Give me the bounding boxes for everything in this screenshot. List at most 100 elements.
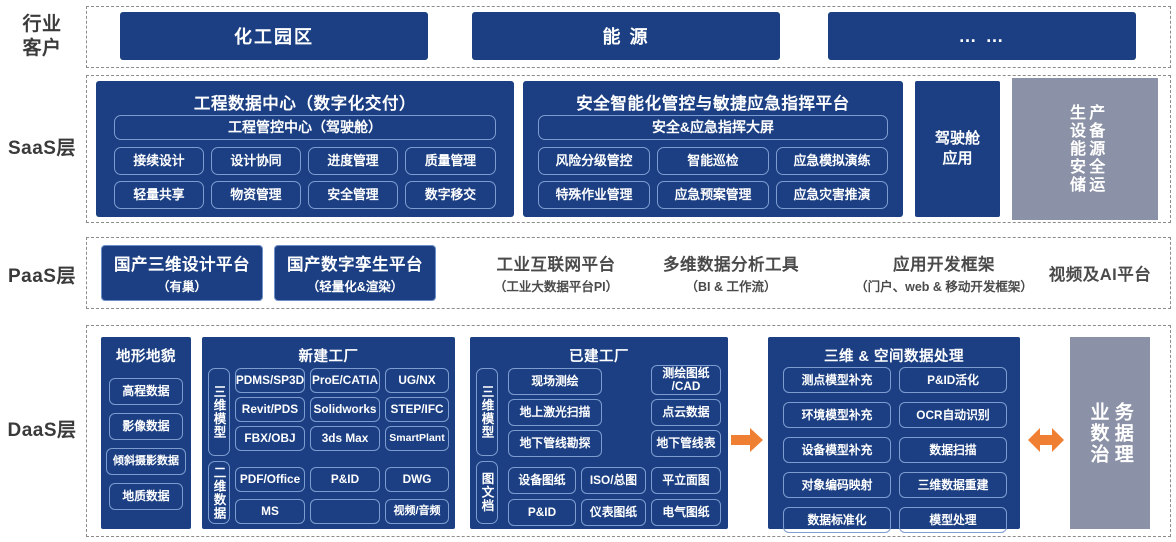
industry-box-label: 化工园区	[234, 27, 314, 47]
paas-industrial-internet-platform: 工业互联网平台 （工业大数据平台PI）	[466, 248, 646, 298]
daas-chip[interactable]: 数据标准化	[783, 507, 891, 533]
daas-chip-empty[interactable]	[310, 499, 380, 524]
daas-chip-label: PDMS/SP3D	[235, 373, 305, 388]
daas-chip[interactable]: 影像数据	[109, 413, 183, 440]
daas-chip[interactable]: 地下管线勘探	[508, 430, 602, 457]
saas-item[interactable]: 风险分级管控	[538, 147, 650, 175]
daas-chip[interactable]: ISO/总图	[581, 467, 646, 494]
paas-digital-twin-platform[interactable]: 国产数字孪生平台 （轻量化&渲染）	[274, 245, 436, 301]
industry-box-chemical-park[interactable]: 化工园区	[120, 12, 428, 60]
daas-chip-label: STEP/IFC	[390, 402, 444, 417]
daas-chip-label: 点云数据	[662, 405, 710, 420]
daas-chip-label: 高程数据	[122, 384, 170, 399]
daas-chip[interactable]: 设备图纸	[508, 467, 576, 494]
daas-chip[interactable]: ProE/CATIA	[310, 368, 380, 393]
saas-item[interactable]: 进度管理	[308, 147, 398, 175]
daas-chip[interactable]: 3ds Max	[310, 426, 380, 451]
saas-item[interactable]: 特殊作业管理	[538, 181, 650, 209]
daas-chip-label: 测绘图纸 /CAD	[662, 366, 710, 393]
daas-chip[interactable]: 测绘图纸 /CAD	[651, 365, 721, 395]
daas-chip[interactable]: 地质数据	[109, 483, 183, 510]
daas-chip[interactable]: 数据扫描	[899, 437, 1007, 463]
saas-item[interactable]: 接续设计	[114, 147, 204, 175]
side-label-text: 图文档	[479, 472, 494, 513]
daas-chip-label: P&ID	[527, 505, 557, 520]
daas-chip-label: 设备模型补充	[801, 442, 873, 457]
daas-chip[interactable]: P&ID活化	[899, 367, 1007, 393]
paas-3d-design-platform[interactable]: 国产三维设计平台 （有巢）	[101, 245, 263, 301]
daas-chip-label: 数据标准化	[807, 512, 867, 527]
saas-item[interactable]: 应急模拟演练	[776, 147, 888, 175]
daas-chip[interactable]: 仪表图纸	[581, 499, 646, 526]
daas-chip[interactable]: MS	[235, 499, 305, 524]
daas-chip[interactable]: PDMS/SP3D	[235, 368, 305, 393]
saas-item[interactable]: 数字移交	[405, 181, 496, 209]
industry-box-more[interactable]: … …	[828, 12, 1136, 60]
daas-side-label-3d-model: 三维模型	[476, 368, 498, 456]
saas-item[interactable]: 质量管理	[405, 147, 496, 175]
daas-chip[interactable]: P&ID	[310, 467, 380, 492]
daas-chip[interactable]: Solidworks	[310, 397, 380, 422]
daas-chip[interactable]: STEP/IFC	[385, 397, 449, 422]
industry-box-energy[interactable]: 能 源	[472, 12, 780, 60]
saas-cockpit-application[interactable]: 驾驶舱 应用	[915, 81, 1000, 217]
daas-panel-terrain: 地形地貌 高程数据 影像数据 倾斜摄影数据 地质数据	[101, 337, 191, 529]
daas-chip[interactable]: PDF/Office	[235, 467, 305, 492]
daas-chip[interactable]: 对象编码映射	[783, 472, 891, 498]
saas-item-label: 质量管理	[424, 152, 477, 168]
daas-chip[interactable]: 电气图纸	[651, 499, 721, 526]
paas-ghost-subtitle: （门户、web & 移动开发框架）	[855, 280, 1033, 294]
daas-chip[interactable]: 三维数据重建	[899, 472, 1007, 498]
saas-item[interactable]: 轻量共享	[114, 181, 204, 209]
daas-chip[interactable]: OCR自动识别	[899, 402, 1007, 428]
daas-chip-label: 模型处理	[929, 512, 977, 527]
daas-chip[interactable]: FBX/OBJ	[235, 426, 305, 451]
daas-chip-label: PDF/Office	[239, 472, 301, 487]
daas-chip-label: 地下管线表	[656, 436, 716, 451]
daas-chip[interactable]: P&ID	[508, 499, 576, 526]
layer-label-industry: 行业 客户	[22, 13, 62, 59]
saas-item[interactable]: 应急预案管理	[657, 181, 769, 209]
saas-banner-cockpit[interactable]: 工程管控中心（驾驶舱）	[114, 115, 496, 140]
daas-chip-label: FBX/OBJ	[244, 431, 296, 446]
daas-chip[interactable]: 设备模型补充	[783, 437, 891, 463]
side-label-text: 三维模型	[211, 385, 226, 439]
daas-chip[interactable]: 测点模型补充	[783, 367, 891, 393]
daas-chip[interactable]: 模型处理	[899, 507, 1007, 533]
daas-chip-label: 环境模型补充	[801, 407, 873, 422]
daas-panel-title: 三维 & 空间数据处理	[823, 349, 965, 365]
daas-chip[interactable]: 环境模型补充	[783, 402, 891, 428]
layer-label-saas: SaaS层	[8, 137, 76, 159]
daas-chip[interactable]: 平立面图	[651, 467, 721, 494]
industry-box-label: 能 源	[602, 27, 650, 47]
saas-item[interactable]: 物资管理	[211, 181, 301, 209]
saas-item-label: 设计协同	[230, 152, 282, 168]
paas-multidim-analysis-tool: 多维数据分析工具 （BI & 工作流）	[638, 248, 824, 298]
daas-chip[interactable]: SmartPlant	[385, 426, 449, 451]
saas-item-label: 数字移交	[424, 186, 477, 202]
daas-governance-box[interactable]: 业数治 务据理	[1070, 337, 1150, 529]
saas-item[interactable]: 设计协同	[211, 147, 301, 175]
saas-item[interactable]: 智能巡检	[657, 147, 769, 175]
saas-item[interactable]: 安全管理	[308, 181, 398, 209]
daas-chip[interactable]: DWG	[385, 467, 449, 492]
daas-side-label-doc: 图文档	[476, 461, 498, 524]
saas-item[interactable]: 应急灾害推演	[776, 181, 888, 209]
daas-chip-label: UG/NX	[398, 373, 436, 388]
daas-chip[interactable]: UG/NX	[385, 368, 449, 393]
daas-chip[interactable]: 地上激光扫描	[508, 399, 602, 426]
saas-production-storage-box[interactable]: 生设能安储 产备源全运	[1012, 78, 1158, 220]
paas-ghost-subtitle: （BI & 工作流）	[685, 280, 777, 294]
daas-chip[interactable]: 地下管线表	[651, 430, 721, 457]
daas-chip-label: ISO/总图	[589, 473, 638, 488]
daas-chip[interactable]: Revit/PDS	[235, 397, 305, 422]
daas-chip[interactable]: 视频/音频	[385, 499, 449, 524]
daas-chip[interactable]: 现场测绘	[508, 368, 602, 395]
daas-chip-label: 测点模型补充	[801, 372, 873, 387]
daas-chip-label: 设备图纸	[518, 473, 566, 488]
daas-chip[interactable]: 点云数据	[651, 399, 721, 426]
daas-chip[interactable]: 高程数据	[109, 378, 183, 405]
saas-banner-bigscreen[interactable]: 安全&应急指挥大屏	[538, 115, 888, 140]
daas-chip[interactable]: 倾斜摄影数据	[106, 448, 186, 475]
